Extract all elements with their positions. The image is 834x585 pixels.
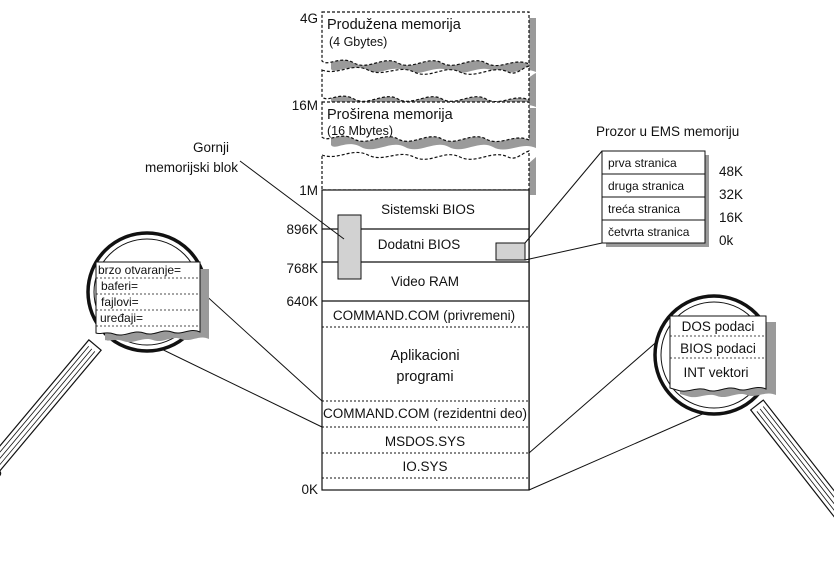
- upper-block-label: Gornji: [193, 140, 229, 155]
- region-system-bios: Sistemski BIOS: [381, 202, 475, 217]
- expanded-memory-title: Proširena memorija: [327, 107, 454, 123]
- ems-window-title: Prozor u EMS memoriju: [596, 124, 739, 139]
- ems-offset: 16K: [719, 210, 743, 225]
- magnifier-item: uređaji=: [100, 311, 143, 325]
- magnifier-item: BIOS podaci: [680, 341, 756, 356]
- memory-gap-sheet: [321, 65, 530, 103]
- address-labels: 4G 16M 1M 896K 768K 640K 0K: [286, 11, 318, 497]
- magnifier-item: brzo otvaranje=: [98, 263, 181, 277]
- region-command-resident: COMMAND.COM (rezidentni deo): [323, 406, 527, 421]
- ems-offset: 32K: [719, 187, 743, 202]
- ems-window-table: [601, 150, 706, 244]
- ems-page: druga stranica: [608, 179, 684, 193]
- memory-dotted-dividers: [322, 326, 529, 454]
- region-applications: programi: [396, 369, 453, 385]
- region-labels: Sistemski BIOS Dodatni BIOS Video RAM CO…: [323, 202, 527, 474]
- ems-offsets: 48K 32K 16K 0k: [719, 164, 743, 248]
- address-label: 4G: [300, 11, 318, 26]
- extra-bios-window: [495, 242, 526, 261]
- address-label: 896K: [286, 222, 318, 237]
- extended-memory-title: Produžena memorija: [327, 17, 462, 33]
- ems-pointer: [524, 150, 603, 244]
- extended-memory-sheets: [321, 11, 536, 195]
- upper-block-label: memorijski blok: [145, 160, 238, 175]
- upper-memory-block: [337, 214, 362, 280]
- address-label: 1M: [299, 183, 318, 198]
- upper-block-pointer: [239, 160, 345, 240]
- region-extra-bios: Dodatni BIOS: [378, 237, 461, 252]
- region-iosys: IO.SYS: [402, 459, 447, 474]
- ems-offset: 0k: [719, 233, 734, 248]
- expanded-memory-sheet: [321, 101, 530, 143]
- ems-pointer: [524, 242, 603, 261]
- ems-offset: 48K: [719, 164, 743, 179]
- right-magnifier: DOS podaci BIOS podaci INT vektori: [528, 294, 834, 549]
- ems-page: treća stranica: [608, 202, 680, 216]
- expanded-memory-size: (16 Mbytes): [327, 124, 393, 138]
- region-command-transient: COMMAND.COM (privremeni): [333, 308, 515, 323]
- extended-memory-size: (4 Gbytes): [329, 35, 387, 49]
- region-video-ram: Video RAM: [391, 274, 459, 289]
- region-applications: Aplikacioni: [390, 348, 459, 364]
- ems-page-labels: prva stranica druga stranica treća stran…: [608, 156, 690, 239]
- address-label: 640K: [286, 294, 318, 309]
- ems-page: četvrta stranica: [608, 225, 690, 239]
- address-label: 16M: [292, 98, 318, 113]
- magnifier-item: fajlovi=: [101, 295, 139, 309]
- ems-page: prva stranica: [608, 156, 677, 170]
- address-label: 768K: [286, 261, 318, 276]
- magnifier-item: DOS podaci: [682, 319, 755, 334]
- extended-memory-sheet: [321, 11, 530, 67]
- region-msdos: MSDOS.SYS: [385, 434, 465, 449]
- magnifier-item: INT vektori: [683, 365, 748, 380]
- left-magnifier: brzo otvaranje= baferi= fajlovi= uređaji…: [0, 231, 323, 482]
- magnifier-item: baferi=: [101, 279, 138, 293]
- address-label: 0K: [301, 482, 318, 497]
